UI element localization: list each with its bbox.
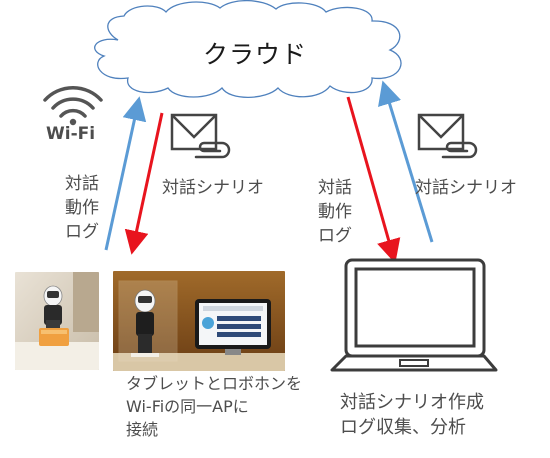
cloud-label: クラウド xyxy=(203,40,308,69)
photo-caption-line-2: Wi-Fiの同一APに xyxy=(126,397,249,416)
arrow-up-icon xyxy=(104,96,147,251)
arrow-down-icon xyxy=(346,96,401,264)
left-log-label: 対話 動作 ログ xyxy=(65,172,99,244)
photo-caption: タブレットとロボホンを Wi-Fiの同一APに 接続 xyxy=(126,372,302,441)
photo-caption-line-3: 接続 xyxy=(126,420,159,439)
right-log-label: 対話 動作 ログ xyxy=(318,176,352,248)
right-log-line-3: ログ xyxy=(318,226,352,246)
left-log-line-3: ログ xyxy=(65,222,99,242)
laptop-caption-line-2: ログ収集、分析 xyxy=(340,417,466,438)
robot-photo xyxy=(15,272,99,370)
wifi-label: Wi-Fi xyxy=(46,124,96,144)
wifi-icon xyxy=(43,86,103,126)
left-scenario-label: 対話シナリオ xyxy=(162,178,264,198)
left-log-line-2: 動作 xyxy=(65,198,99,218)
mail-icon xyxy=(170,113,231,159)
mail-icon xyxy=(417,113,478,159)
laptop-icon xyxy=(330,258,498,372)
laptop-caption-line-1: 対話シナリオ作成 xyxy=(340,392,484,413)
arrow-up-icon xyxy=(378,80,434,243)
photo-caption-line-1: タブレットとロボホンを xyxy=(126,374,303,393)
robot-tablet-photo xyxy=(113,271,285,371)
right-scenario-label: 対話シナリオ xyxy=(415,178,517,198)
laptop-caption: 対話シナリオ作成 ログ収集、分析 xyxy=(340,390,484,440)
left-log-line-1: 対話 xyxy=(65,174,99,194)
right-log-line-2: 動作 xyxy=(318,202,352,222)
right-log-line-1: 対話 xyxy=(318,178,352,198)
arrow-down-icon xyxy=(124,112,164,255)
